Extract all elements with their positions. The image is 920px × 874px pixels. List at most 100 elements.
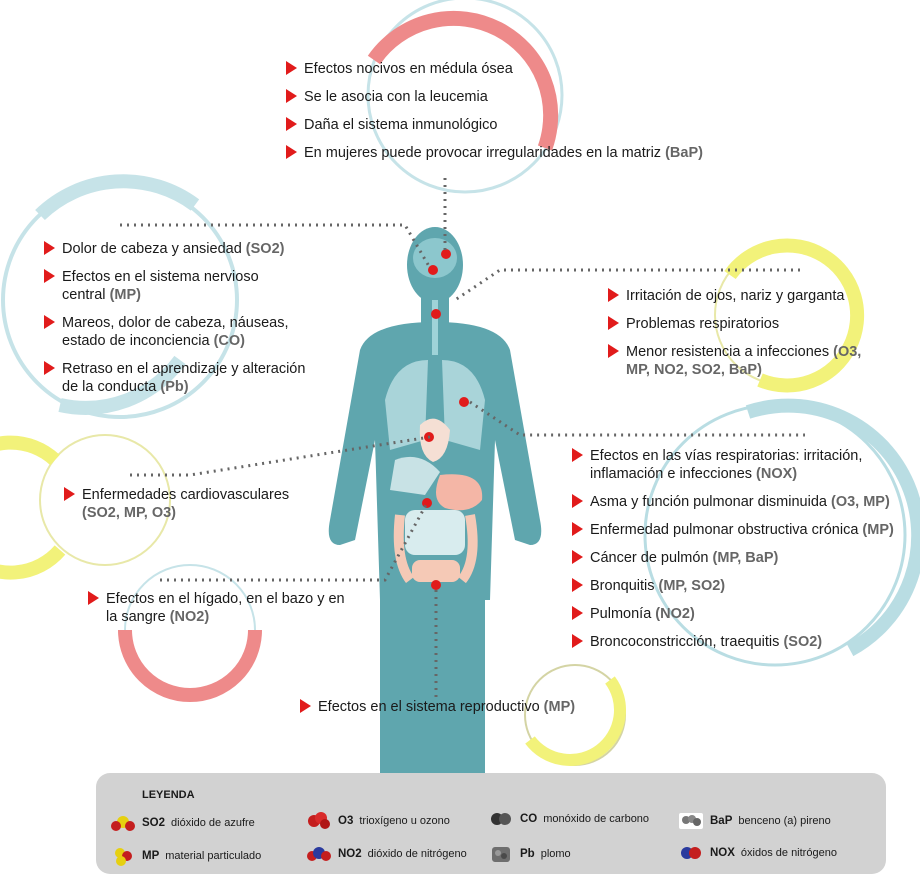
effect-text: Bronquitis <box>590 578 655 594</box>
legend-label: trioxígeno u ozono <box>359 815 450 827</box>
legend-item-so2: SO2 dióxido de azufre <box>110 813 255 833</box>
bullet-arrow-icon <box>44 361 55 375</box>
nox-molecule-icon <box>681 847 701 859</box>
top-effect-1: Efectos nocivos en médula ósea <box>286 60 806 78</box>
legend-label: benceno (a) pireno <box>738 815 831 827</box>
eyes-right-block: Irritación de ojos, nariz y garganta Pro… <box>608 287 868 389</box>
top-effect-4: En mujeres puede provocar irregularidade… <box>286 144 806 162</box>
repro-block: Efectos en el sistema reproductivo (MP) <box>300 698 620 726</box>
pollutant-source: (BaP) <box>665 145 703 161</box>
ring-heart-yellow <box>0 435 66 580</box>
pollutant-source: (MP) <box>109 287 141 303</box>
effect-text: Irritación de ojos, nariz y garganta <box>626 288 845 304</box>
pollutant-source: (MP, BaP) <box>712 550 779 566</box>
bullet-arrow-icon <box>286 145 297 159</box>
bullet-arrow-icon <box>572 606 583 620</box>
effect-text: Daña el sistema inmunológico <box>304 117 498 133</box>
legend-item-o3: O3 trioxígeno u ozono <box>306 811 450 831</box>
lungs-effect-4: Cáncer de pulmón (MP, BaP) <box>572 549 917 567</box>
heart-left-block: Enfermedades cardiovasculares (SO2, MP, … <box>64 486 314 532</box>
legend-item-co: CO monóxido de carbono <box>488 809 649 829</box>
head-effect-1: Dolor de cabeza y ansiedad (SO2) <box>44 240 314 258</box>
effect-text: Efectos nocivos en médula ósea <box>304 61 513 77</box>
effect-text: Efectos en el hígado, en el bazo y en la… <box>106 591 345 625</box>
pollutant-source: (MP) <box>862 522 894 538</box>
effect-text: Enfermedad pulmonar obstructiva crónica <box>590 522 859 538</box>
effect-text: Cáncer de pulmón <box>590 550 709 566</box>
bullet-arrow-icon <box>286 61 297 75</box>
legend-label: plomo <box>540 848 571 860</box>
bullet-arrow-icon <box>608 316 619 330</box>
bullet-arrow-icon <box>572 634 583 648</box>
liver-left-block: Efectos en el hígado, en el bazo y en la… <box>88 590 358 636</box>
legend-abbr: O3 <box>338 815 354 827</box>
effect-text: Pulmonía <box>590 606 652 622</box>
head-effect-4: Retraso en el aprendizaje y alteración d… <box>44 360 322 396</box>
bullet-arrow-icon <box>572 494 583 508</box>
legend-abbr: BaP <box>710 815 733 827</box>
lungs-effect-5: Bronquitis (MP, SO2) <box>572 577 917 595</box>
pollutant-source: (SO2) <box>245 241 285 257</box>
pollutant-source: (NO2) <box>655 606 695 622</box>
bullet-arrow-icon <box>608 288 619 302</box>
heart-effect-1: Enfermedades cardiovasculares (SO2, MP, … <box>64 486 314 522</box>
head-effect-2: Efectos en el sistema nervioso central (… <box>44 268 272 304</box>
effect-text: Dolor de cabeza y ansiedad <box>62 241 242 257</box>
pollutant-source: (O3, MP) <box>830 494 890 510</box>
effect-text: Efectos en las vías respiratorias: irrit… <box>590 448 863 482</box>
ring-top-red <box>367 10 559 151</box>
pollutant-source: (SO2, MP, O3) <box>82 505 177 521</box>
eyes-effect-2: Problemas respiratorios <box>608 315 868 333</box>
ring-repro-yellow <box>525 676 626 766</box>
ring-headleft-thick2 <box>58 355 186 415</box>
head-left-block: Dolor de cabeza y ansiedad (SO2) Efectos… <box>44 240 314 406</box>
top-effect-2: Se le asocia con la leucemia <box>286 88 806 106</box>
no2-molecule-icon <box>307 847 331 861</box>
bullet-arrow-icon <box>88 591 99 605</box>
ring-headleft-thick <box>35 174 200 221</box>
mp-particle-icon <box>115 848 132 866</box>
pollutant-source: (SO2) <box>783 634 823 650</box>
pollutant-source: (O3, MP, NO2, SO2, BaP) <box>626 344 862 378</box>
lungs-effect-7: Broncoconstricción, traequitis (SO2) <box>572 633 917 651</box>
pollutant-source: (Pb) <box>160 379 189 395</box>
top-effect-3: Daña el sistema inmunológico <box>286 116 806 134</box>
effect-text: Problemas respiratorios <box>626 316 780 332</box>
bullet-arrow-icon <box>608 344 619 358</box>
legend-label: dióxido de nitrógeno <box>367 848 467 860</box>
co-molecule-icon <box>491 813 511 825</box>
bullet-arrow-icon <box>572 550 583 564</box>
bullet-arrow-icon <box>572 448 583 462</box>
lungs-right-block: Efectos en las vías respiratorias: irrit… <box>572 447 917 661</box>
pollutant-source: (MP) <box>543 699 576 715</box>
lungs-effect-2: Asma y función pulmonar disminuida (O3, … <box>572 493 917 511</box>
legend-label: monóxido de carbono <box>543 813 650 825</box>
legend-label: dióxido de azufre <box>171 817 255 829</box>
legend-item-bap: BaP benceno (a) pireno <box>678 811 831 831</box>
pollutant-source: (NO2) <box>169 609 210 625</box>
leader-lines <box>120 178 805 700</box>
lungs-effect-6: Pulmonía (NO2) <box>572 605 917 623</box>
legend-item-no2: NO2 dióxido de nitrógeno <box>306 844 467 864</box>
lead-icon <box>492 847 510 862</box>
bullet-arrow-icon <box>572 578 583 592</box>
effect-text: Retraso en el aprendizaje y alteración d… <box>62 361 306 395</box>
pollutant-source: (CO) <box>213 333 245 349</box>
legend-label: óxidos de nitrógeno <box>740 847 837 859</box>
legend-abbr: SO2 <box>142 817 166 829</box>
ring-liver-red <box>118 629 262 702</box>
legend-abbr: MP <box>142 850 160 862</box>
top-effects-block: Efectos nocivos en médula ósea Se le aso… <box>286 60 806 172</box>
ring-eyes-yellow <box>724 238 865 393</box>
o3-molecule-icon <box>308 812 330 829</box>
effect-text: Broncoconstricción, traequitis <box>590 634 780 650</box>
repro-effect-1: Efectos en el sistema reproductivo (MP) <box>300 698 620 716</box>
legend-item-mp: MP material particulado <box>110 846 261 866</box>
bullet-arrow-icon <box>572 522 583 536</box>
legend-abbr: NO2 <box>338 848 362 860</box>
so2-molecule-icon <box>111 816 135 831</box>
effect-text: Efectos en el sistema nervioso central <box>62 269 259 303</box>
bullet-arrow-icon <box>300 699 311 713</box>
bullet-arrow-icon <box>44 315 55 329</box>
bullet-arrow-icon <box>44 241 55 255</box>
